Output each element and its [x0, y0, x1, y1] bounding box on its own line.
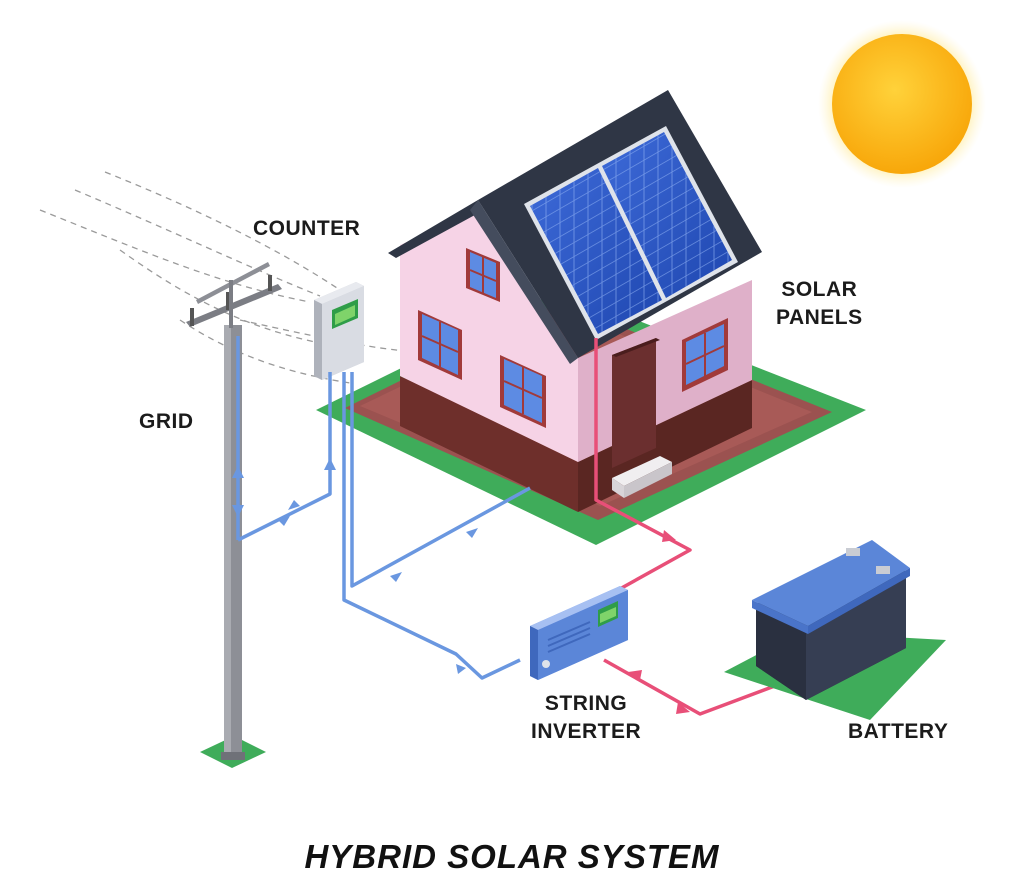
solar-panels-label-line-1: SOLAR [781, 278, 858, 301]
ac-flow-arrows [232, 458, 478, 674]
string-inverter-label-line-1: STRING [544, 692, 628, 715]
solar-panels-label-line-2: PANELS [776, 306, 863, 329]
window [466, 248, 500, 302]
diagram-title: HYBRID SOLAR SYSTEM [304, 838, 720, 875]
battery-icon [752, 540, 910, 700]
window [500, 355, 546, 428]
house-icon [388, 90, 762, 512]
dc-flow-lines [594, 338, 781, 716]
string-inverter-label-line-2: INVERTER [531, 720, 642, 743]
solar-panels-label: SOLAR PANELS [776, 276, 863, 332]
solar-panel-icon [524, 126, 738, 340]
counter-label: COUNTER [253, 217, 361, 240]
window [682, 318, 728, 392]
dc-flow-arrows [628, 530, 690, 714]
utility-pole-icon [186, 262, 282, 760]
string-inverter-label: STRING INVERTER [531, 690, 641, 746]
window [418, 310, 462, 380]
sun-icon [818, 20, 986, 188]
grid-label: GRID [139, 410, 194, 433]
battery-label: BATTERY [848, 720, 949, 743]
inverter-icon [530, 586, 628, 680]
meter-icon [314, 282, 364, 380]
